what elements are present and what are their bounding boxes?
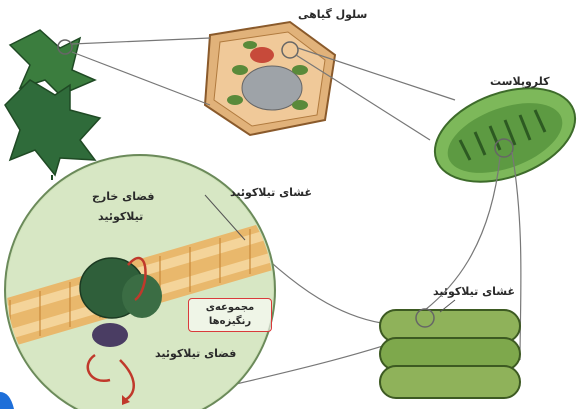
- pigment-complex-box: مجموعه‌ی رنگیزه‌ها: [188, 298, 272, 332]
- chloroplast: [422, 71, 580, 200]
- label-pigment-complex-2: رنگیزه‌ها: [194, 315, 266, 329]
- label-thylakoid-space: فضای تیلاکوئید: [155, 347, 236, 360]
- label-outside-thylakoid-2: تیلاکوئید: [98, 210, 143, 223]
- corner-tab: [0, 392, 14, 409]
- thylakoid-stack: [380, 300, 520, 398]
- label-outside-thylakoid-1: فضای خارج: [92, 190, 154, 203]
- plant-cell: [205, 22, 335, 135]
- maple-leaves: [5, 30, 100, 180]
- label-thylakoid-membrane-right: غشای تیلاکوئید: [433, 285, 515, 298]
- label-pigment-complex-1: مجموعه‌ی: [194, 301, 266, 315]
- label-thylakoid-membrane-top: غشای تیلاکوئید: [230, 186, 312, 199]
- label-plant-cell: سلول گیاهی: [298, 8, 367, 21]
- label-chloroplast: کلروپلاست: [490, 75, 550, 88]
